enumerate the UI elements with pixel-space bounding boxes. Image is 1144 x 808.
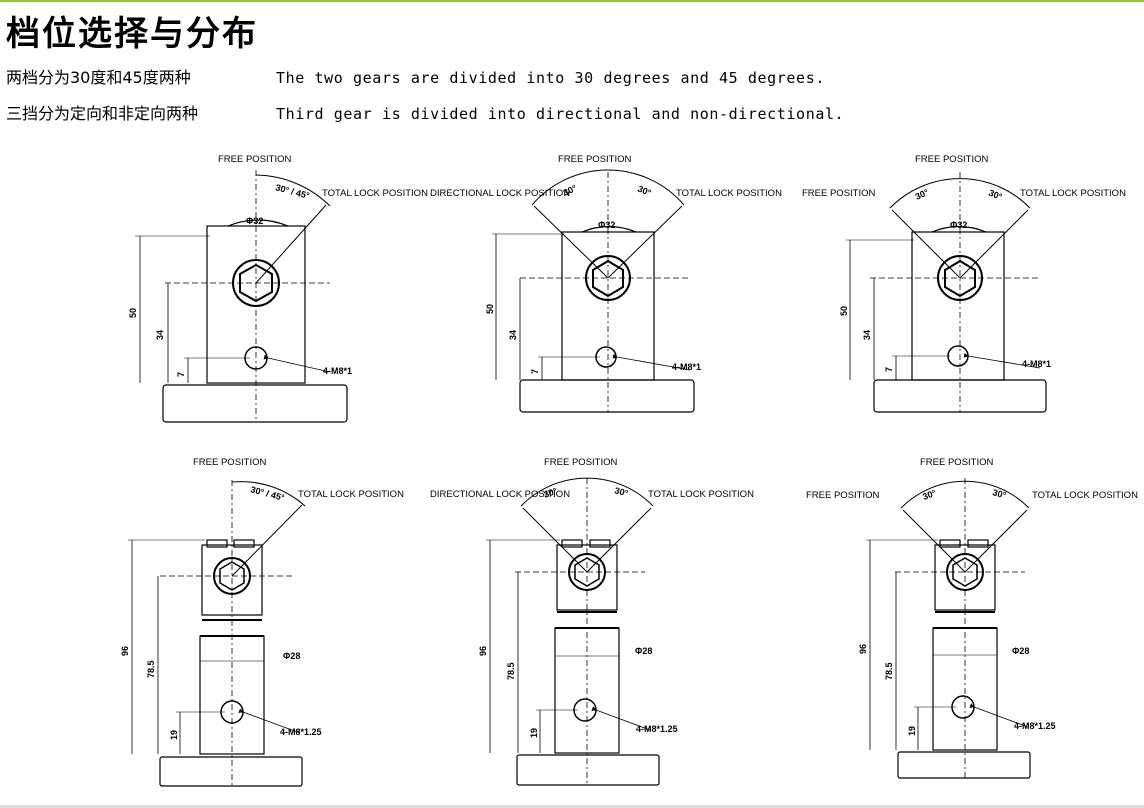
dim-height-low: 7 — [530, 369, 540, 374]
dim-thread: 4-M8*1.25 — [280, 727, 322, 737]
label-free-position: FREE POSITION — [193, 457, 267, 468]
page-title: 档位选择与分布 — [6, 14, 258, 54]
dim-diameter: Φ28 — [635, 646, 652, 656]
label-free-position-left: FREE POSITION — [802, 188, 876, 199]
dim-height-low: 19 — [529, 728, 539, 738]
dim-height-mid: 78.5 — [506, 662, 516, 680]
label-angle-left: 30° — [562, 183, 579, 198]
label-angle-right: 30° — [613, 485, 629, 498]
drawing-tall-directional — [486, 477, 660, 786]
label-total-lock: TOTAL LOCK POSITION — [298, 489, 404, 500]
drawing-short-nondirectional — [846, 172, 1047, 413]
dim-height-total: 96 — [120, 646, 130, 656]
dim-height-mid: 34 — [155, 330, 165, 340]
label-free-position-left: FREE POSITION — [806, 490, 880, 501]
label-angle: 30° / 45° — [274, 182, 311, 201]
dim-height-total: 96 — [478, 646, 488, 656]
dim-height-low: 19 — [907, 726, 917, 736]
label-total-lock: TOTAL LOCK POSITION — [676, 188, 782, 199]
description-en-2: Third gear is divided into directional a… — [276, 105, 845, 123]
drawing-tall-two-gear — [128, 480, 306, 787]
label-total-lock: TOTAL LOCK POSITION — [322, 188, 428, 199]
dim-height-mid: 78.5 — [884, 662, 894, 680]
dim-height-total: 50 — [839, 306, 849, 316]
label-total-lock: TOTAL LOCK POSITION — [648, 489, 754, 500]
drawing-short-directional — [492, 169, 695, 413]
label-free-position-top: FREE POSITION — [920, 457, 994, 468]
dim-height-mid: 34 — [862, 330, 872, 340]
label-total-lock: TOTAL LOCK POSITION — [1032, 490, 1138, 501]
label-angle-right: 30° — [987, 188, 1004, 203]
label-free-position: FREE POSITION — [544, 457, 618, 468]
dim-thread: 4-M8*1.25 — [636, 724, 678, 734]
dim-thread: 4-M8*1 — [323, 366, 352, 376]
dim-height-total: 50 — [128, 308, 138, 318]
description-zh-1: 两档分为30度和45度两种 — [6, 68, 191, 87]
dim-thread: 4-M8*1.25 — [1014, 721, 1056, 731]
label-angle-left: 30° — [542, 486, 559, 500]
dim-thread: 4-M8*1 — [672, 362, 701, 372]
description-line-1: 两档分为30度和45度两种 The two gears are divided i… — [6, 64, 825, 88]
dim-diameter: Φ28 — [283, 651, 300, 661]
dim-height-mid: 34 — [508, 330, 518, 340]
bottom-border — [0, 805, 1144, 808]
label-free-position: FREE POSITION — [558, 154, 632, 165]
label-angle-right: 30° — [991, 487, 1007, 500]
label-directional-lock: DIRECTIONAL LOCK POSITION — [430, 188, 570, 199]
dim-height-mid: 78.5 — [146, 660, 156, 678]
label-free-position: FREE POSITION — [218, 154, 292, 165]
dim-height-total: 96 — [858, 644, 868, 654]
dim-diameter: Φ28 — [1012, 646, 1029, 656]
dim-diameter: Φ32 — [950, 220, 967, 230]
top-accent-line — [0, 0, 1144, 2]
dim-height-low: 7 — [176, 372, 186, 377]
label-free-position-top: FREE POSITION — [915, 154, 989, 165]
base-plate — [162, 384, 348, 423]
label-angle-right: 30° — [636, 184, 653, 199]
base-plate — [519, 379, 695, 413]
description-en-1: The two gears are divided into 30 degree… — [276, 69, 825, 87]
dim-height-total: 50 — [485, 304, 495, 314]
dim-thread: 4-M8*1 — [1022, 359, 1051, 369]
top-cap — [227, 219, 289, 227]
label-angle: 30° / 45° — [249, 484, 286, 503]
dim-height-low: 19 — [169, 730, 179, 740]
dim-diameter: Φ32 — [598, 220, 615, 230]
dim-diameter: Φ32 — [246, 216, 263, 226]
drawing-short-two-gear — [135, 170, 348, 423]
label-angle-left: 30° — [921, 488, 938, 502]
description-zh-2: 三挡分为定向和非定向两种 — [6, 104, 199, 123]
description-line-2: 三挡分为定向和非定向两种 Third gear is divided into d… — [6, 100, 844, 124]
label-total-lock: TOTAL LOCK POSITION — [1020, 188, 1126, 199]
dim-height-low: 7 — [884, 367, 894, 372]
base-plate — [159, 756, 303, 787]
label-directional-lock: DIRECTIONAL LOCK POSITION — [430, 489, 570, 500]
drawing-tall-nondirectional — [866, 478, 1031, 780]
